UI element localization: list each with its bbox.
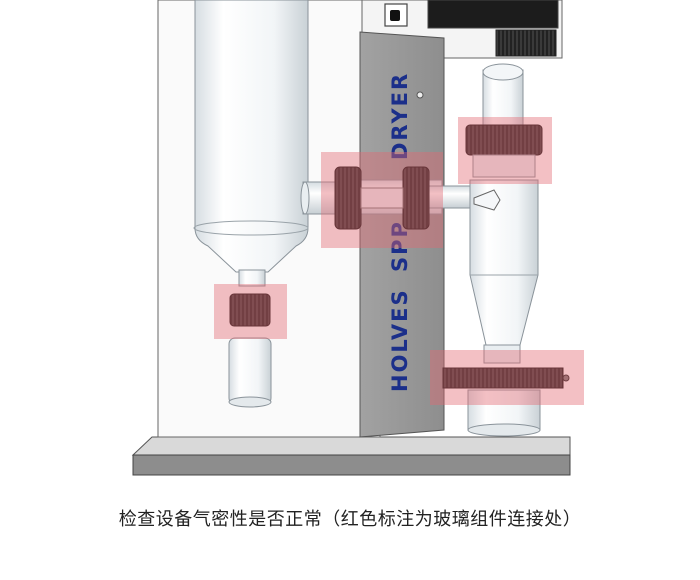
cyclone-top-dome	[482, 63, 524, 81]
vent-grille	[495, 29, 557, 57]
highlight-cyclone-bottom-connection	[430, 350, 584, 405]
control-switch-knob	[390, 10, 400, 21]
cyclone-ring-screw	[562, 374, 570, 382]
cyclone-inlet	[473, 189, 501, 211]
collector-clamp	[229, 293, 271, 327]
panel-text-dryer: DRYER	[388, 72, 412, 160]
cyclone-collector-jar	[467, 389, 541, 431]
highlight-cyclone-top-connection	[458, 117, 552, 184]
panel-text-holves: HOLVES	[388, 288, 412, 392]
collector-jar	[228, 337, 272, 405]
collector-jar-bottom	[228, 396, 272, 408]
display-screen	[427, 0, 559, 29]
panel-indicator	[416, 91, 424, 99]
drying-chamber	[194, 0, 309, 273]
cyclone-neck	[483, 344, 521, 364]
chamber-neck	[238, 269, 266, 287]
highlight-collector-connection	[214, 284, 287, 339]
side-panel	[359, 31, 445, 438]
outlet-tube-lip	[300, 181, 310, 215]
chamber-seam	[193, 220, 309, 236]
figure-caption: 检查设备气密性是否正常（红色标注为玻璃组件连接处）	[118, 509, 582, 530]
cyclone-top-collar	[472, 154, 536, 178]
spray-dryer-diagram: HOLVES SPP DRYER	[131, 0, 584, 476]
cyclone-collector-jar-bottom	[467, 423, 541, 437]
clamp-connector	[360, 187, 404, 209]
base-platform-top	[131, 436, 571, 456]
highlight-middle-connection	[321, 152, 443, 248]
base-platform-front	[132, 454, 571, 476]
